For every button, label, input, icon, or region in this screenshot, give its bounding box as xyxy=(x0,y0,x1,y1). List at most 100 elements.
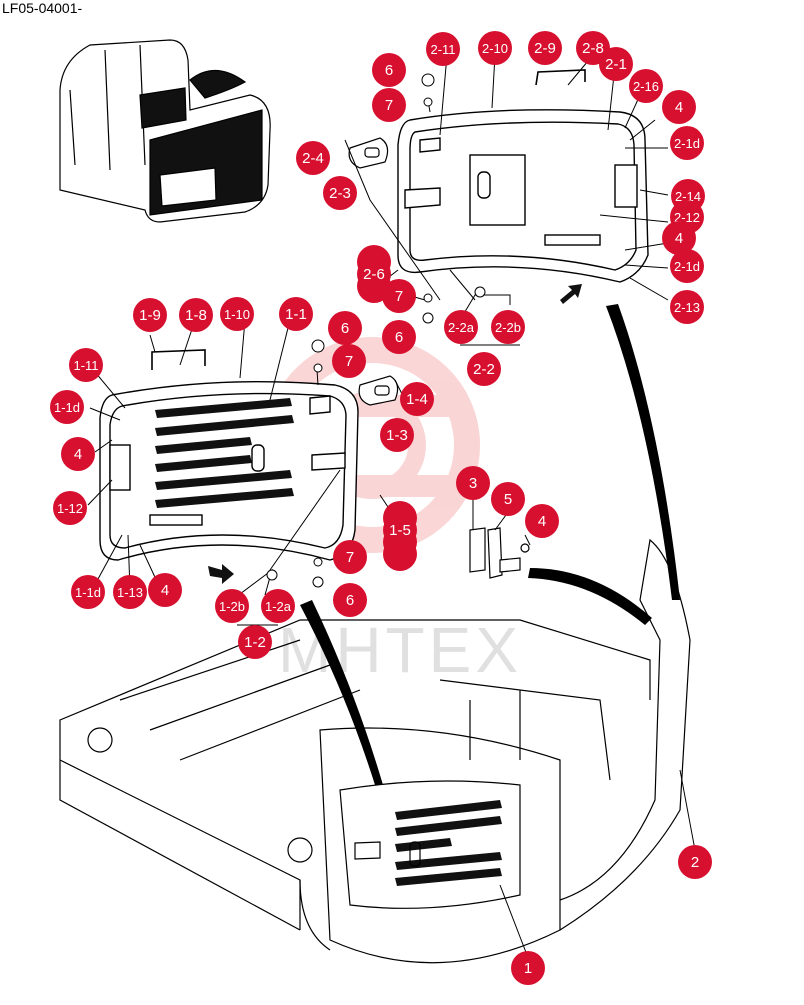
leader-sweep-right xyxy=(606,304,680,600)
callout-label: 2-9 xyxy=(534,40,556,57)
callout-bubble xyxy=(333,540,367,574)
callout-label: 6 xyxy=(385,62,393,79)
callout-label: 3 xyxy=(469,475,477,492)
callout-bubble xyxy=(296,141,330,175)
callout-bubble xyxy=(357,257,391,291)
callout-bubble xyxy=(279,297,313,331)
callout-4-e: 4 xyxy=(525,504,559,538)
callout-label: 7 xyxy=(385,97,393,114)
callout-label: 4 xyxy=(74,446,82,463)
callout-1-12: 1-12 xyxy=(53,491,87,525)
callout-2-2: 2-2 xyxy=(467,352,501,386)
callout-label: 1-3 xyxy=(386,427,408,444)
callout-6-a: 6 xyxy=(372,53,406,87)
callout-label: 1-2 xyxy=(244,634,266,651)
callout-label: 2-14 xyxy=(675,189,701,204)
callout-bubble xyxy=(511,951,545,985)
callout-bubble xyxy=(678,845,712,879)
hinge-parts xyxy=(469,527,530,579)
callout-label: 1-10 xyxy=(224,307,250,322)
callout-bubble xyxy=(238,625,272,659)
callout-label: 2-2b xyxy=(495,320,521,335)
callout-label: 1-5 xyxy=(389,522,411,539)
callout-label: 2 xyxy=(691,854,699,871)
callout-1-5: 1-5 xyxy=(383,513,417,547)
callout-bubble xyxy=(133,298,167,332)
callout-bubble xyxy=(478,31,512,65)
callout-bubble xyxy=(382,320,416,354)
callout-7-a: 7 xyxy=(372,88,406,122)
callout-bubble xyxy=(382,279,416,313)
callout-bubble xyxy=(599,47,633,81)
callout-bubble xyxy=(491,310,525,344)
callout-6-c: 6 xyxy=(328,311,362,345)
callout-2-2a: 2-2a xyxy=(444,310,478,344)
callout-bubble xyxy=(372,53,406,87)
callout-label: 2-4 xyxy=(302,150,324,167)
callout-2-1d-b: 2-1d xyxy=(670,249,704,283)
document-code: LF05-04001- xyxy=(2,0,83,16)
callout-2-1: 2-1 xyxy=(599,47,633,81)
callout-bubble xyxy=(525,504,559,538)
callout-bubble xyxy=(670,249,704,283)
callout-bubble xyxy=(444,310,478,344)
callout-label: 2-2a xyxy=(448,320,475,335)
callout-1-1d-b: 1-1d xyxy=(71,575,105,609)
callout-bubble xyxy=(629,69,663,103)
callout-label: 1-11 xyxy=(73,358,98,373)
callout-bubble xyxy=(426,32,460,66)
callout-1-11: 1-11 xyxy=(69,348,103,382)
callout-label: 2-1d xyxy=(674,259,700,274)
callout-label: 5 xyxy=(504,491,512,508)
callout-1: 1 xyxy=(511,951,545,985)
callout-2-3: 2-3 xyxy=(323,176,357,210)
callout-bubble xyxy=(113,575,147,609)
callout-label: 1-2a xyxy=(265,599,292,614)
callout-bubble xyxy=(261,589,295,623)
callout-label: 2-11 xyxy=(430,42,455,57)
callout-bubble xyxy=(662,90,696,124)
callout-bubble xyxy=(61,437,95,471)
callout-label: 2-13 xyxy=(674,300,700,315)
callout-bubble xyxy=(400,382,434,416)
callout-label: 4 xyxy=(675,230,683,247)
callout-2-4: 2-4 xyxy=(296,141,330,175)
callout-2-16: 2-16 xyxy=(629,69,663,103)
callout-1-3: 1-3 xyxy=(380,418,414,452)
machine-body xyxy=(59,538,691,964)
handle-2-9 xyxy=(535,69,586,86)
callout-label: 2-1 xyxy=(605,56,627,73)
callout-5: 5 xyxy=(491,482,525,516)
callout-7-d: 7 xyxy=(333,540,367,574)
callout-label: 1 xyxy=(524,960,532,977)
callout-2-9: 2-9 xyxy=(528,31,562,65)
callout-2-11: 2-11 xyxy=(426,32,460,66)
callout-bubble xyxy=(528,31,562,65)
callout-label: 2-3 xyxy=(329,185,351,202)
latch-1-3 xyxy=(358,375,399,406)
latch-2-3 xyxy=(348,137,389,169)
callout-bubble xyxy=(333,583,367,617)
callout-bubble xyxy=(372,88,406,122)
callout-1-2: 1-2 xyxy=(238,625,272,659)
callout-1-1d-a: 1-1d xyxy=(50,390,84,424)
callout-bubble xyxy=(71,575,105,609)
callout-bubble xyxy=(148,573,182,607)
callout-6-d: 6 xyxy=(333,583,367,617)
callout-bubble xyxy=(380,418,414,452)
callout-label: 2-10 xyxy=(482,41,508,56)
panel-2-exploded xyxy=(397,109,649,283)
callout-1-1: 1-1 xyxy=(279,297,313,331)
callout-bubble xyxy=(215,589,249,623)
callout-label: 2-1d xyxy=(674,136,700,151)
callout-label: 1-8 xyxy=(185,307,207,324)
callout-4-a: 4 xyxy=(662,90,696,124)
callout-bubble xyxy=(53,491,87,525)
callout-bubble xyxy=(50,390,84,424)
panel-1-exploded xyxy=(99,380,359,561)
callout-4-d: 4 xyxy=(148,573,182,607)
callout-bubble xyxy=(328,311,362,345)
callout-label: 2-2 xyxy=(473,361,495,378)
